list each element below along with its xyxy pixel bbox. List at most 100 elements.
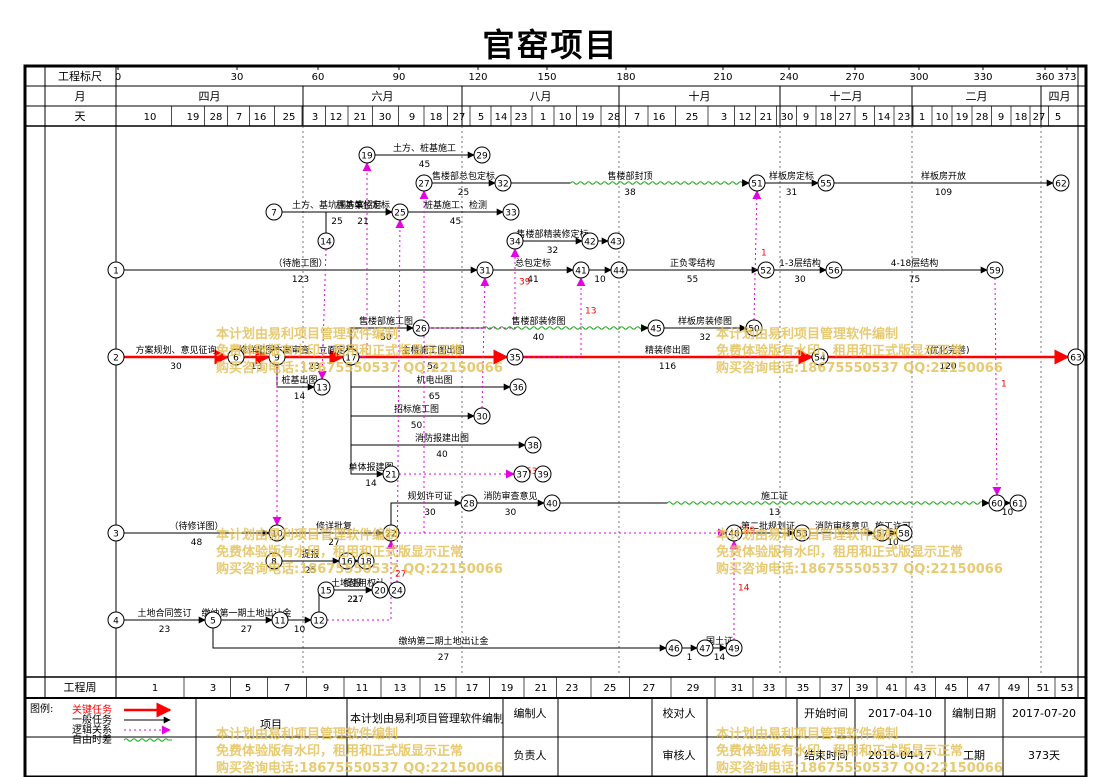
- node-3[interactable]: 3: [107, 524, 125, 542]
- node-number: 20: [374, 587, 386, 597]
- activity-label: 土地使用权认: [331, 577, 385, 589]
- node-35[interactable]: 35: [506, 348, 524, 366]
- node-27[interactable]: 27: [415, 174, 433, 192]
- node-58[interactable]: 58: [895, 524, 913, 542]
- node-number: 31: [479, 267, 490, 277]
- node-circle: [895, 524, 913, 542]
- node-9[interactable]: 9: [268, 348, 286, 366]
- activity-duration: 1: [1001, 380, 1007, 390]
- activity-duration: 23: [159, 625, 170, 635]
- node-number: 49: [728, 645, 740, 655]
- node-7[interactable]: 7: [265, 203, 283, 221]
- activity-label: 修详批复: [316, 520, 352, 532]
- node-4[interactable]: 4: [107, 611, 125, 629]
- day-label: 5: [478, 112, 484, 123]
- node-circle: [986, 261, 1004, 279]
- node-61[interactable]: 61: [1009, 494, 1027, 512]
- activity-label: 样板房装修图: [678, 315, 732, 327]
- activity-label: (优化完善): [926, 344, 969, 356]
- node-circle: [460, 494, 478, 512]
- week-label: 11: [356, 683, 369, 694]
- legend-item-label: 关键任务: [72, 703, 112, 716]
- node-number: 36: [512, 384, 524, 394]
- node-42[interactable]: 42: [581, 232, 599, 250]
- node-32[interactable]: 32: [494, 174, 512, 192]
- node-number: 63: [1070, 354, 1081, 364]
- node-6[interactable]: 6: [227, 348, 245, 366]
- node-47[interactable]: 47: [696, 639, 714, 657]
- node-46[interactable]: 46: [665, 639, 683, 657]
- node-50[interactable]: 50: [745, 319, 763, 337]
- node-45[interactable]: 45: [647, 319, 665, 337]
- node-49[interactable]: 49: [725, 639, 743, 657]
- node-24[interactable]: 24: [388, 581, 406, 599]
- node-51[interactable]: 51: [748, 174, 766, 192]
- node-14[interactable]: 14: [317, 232, 335, 250]
- node-1[interactable]: 1: [107, 261, 125, 279]
- day-label: 27: [1033, 112, 1046, 123]
- node-28[interactable]: 28: [460, 494, 478, 512]
- node-15[interactable]: 15: [317, 581, 335, 599]
- node-52[interactable]: 52: [757, 261, 775, 279]
- activity-duration: 25: [331, 217, 342, 227]
- day-label: 28: [976, 112, 989, 123]
- node-33[interactable]: 33: [502, 203, 520, 221]
- node-10[interactable]: 10: [268, 524, 286, 542]
- node-44[interactable]: 44: [610, 261, 628, 279]
- node-40[interactable]: 40: [543, 494, 561, 512]
- logic-arrow: [523, 277, 586, 358]
- logic-arrow: [429, 248, 520, 329]
- node-19[interactable]: 19: [358, 146, 376, 164]
- node-number: 2: [113, 354, 119, 364]
- node-62[interactable]: 62: [1052, 174, 1070, 192]
- node-59[interactable]: 59: [986, 261, 1004, 279]
- node-number: 43: [610, 238, 621, 248]
- node-number: 57: [876, 530, 887, 540]
- node-55[interactable]: 55: [817, 174, 835, 192]
- node-38[interactable]: 38: [524, 436, 542, 454]
- node-29[interactable]: 29: [473, 146, 491, 164]
- node-60[interactable]: 60: [988, 494, 1006, 512]
- node-20[interactable]: 20: [371, 581, 389, 599]
- node-number: 10: [271, 530, 283, 540]
- node-56[interactable]: 56: [825, 261, 843, 279]
- activity-label: 精装修出图: [645, 344, 690, 356]
- node-17[interactable]: 17: [342, 348, 360, 366]
- node-34[interactable]: 34: [506, 232, 524, 250]
- node-31[interactable]: 31: [476, 261, 494, 279]
- day-label: 1: [540, 112, 546, 123]
- node-11[interactable]: 11: [271, 611, 289, 629]
- node-36[interactable]: 36: [509, 378, 527, 396]
- node-12[interactable]: 12: [310, 611, 328, 629]
- node-30[interactable]: 30: [473, 407, 491, 425]
- node-18[interactable]: 18: [357, 552, 375, 570]
- node-8[interactable]: 8: [265, 552, 283, 570]
- node-16[interactable]: 16: [338, 552, 356, 570]
- node-circle: [382, 465, 400, 483]
- node-57[interactable]: 57: [873, 524, 891, 542]
- node-54[interactable]: 54: [811, 348, 829, 366]
- node-63[interactable]: 63: [1067, 348, 1085, 366]
- node-number: 9: [274, 354, 280, 364]
- node-25[interactable]: 25: [391, 203, 409, 221]
- legend-title: 图例:: [30, 702, 53, 715]
- normal-arrow: [325, 208, 393, 233]
- node-41[interactable]: 41: [572, 261, 590, 279]
- node-5[interactable]: 5: [204, 611, 222, 629]
- node-number: 54: [814, 354, 826, 364]
- node-39[interactable]: 39: [534, 465, 552, 483]
- activity-label: 招标施工图: [394, 403, 439, 415]
- node-21[interactable]: 21: [382, 465, 400, 483]
- activity-duration: 27: [438, 653, 449, 663]
- node-37[interactable]: 37: [513, 465, 531, 483]
- node-26[interactable]: 26: [412, 319, 430, 337]
- node-43[interactable]: 43: [607, 232, 625, 250]
- node-53[interactable]: 53: [793, 524, 811, 542]
- activity-label: 桩基出图: [281, 374, 317, 386]
- node-number: 42: [584, 238, 595, 248]
- node-2[interactable]: 2: [107, 348, 125, 366]
- node-22[interactable]: 22: [382, 524, 400, 542]
- node-48[interactable]: 48: [725, 524, 743, 542]
- activity-label: 消防报建出图: [415, 432, 469, 444]
- node-13[interactable]: 13: [313, 378, 331, 396]
